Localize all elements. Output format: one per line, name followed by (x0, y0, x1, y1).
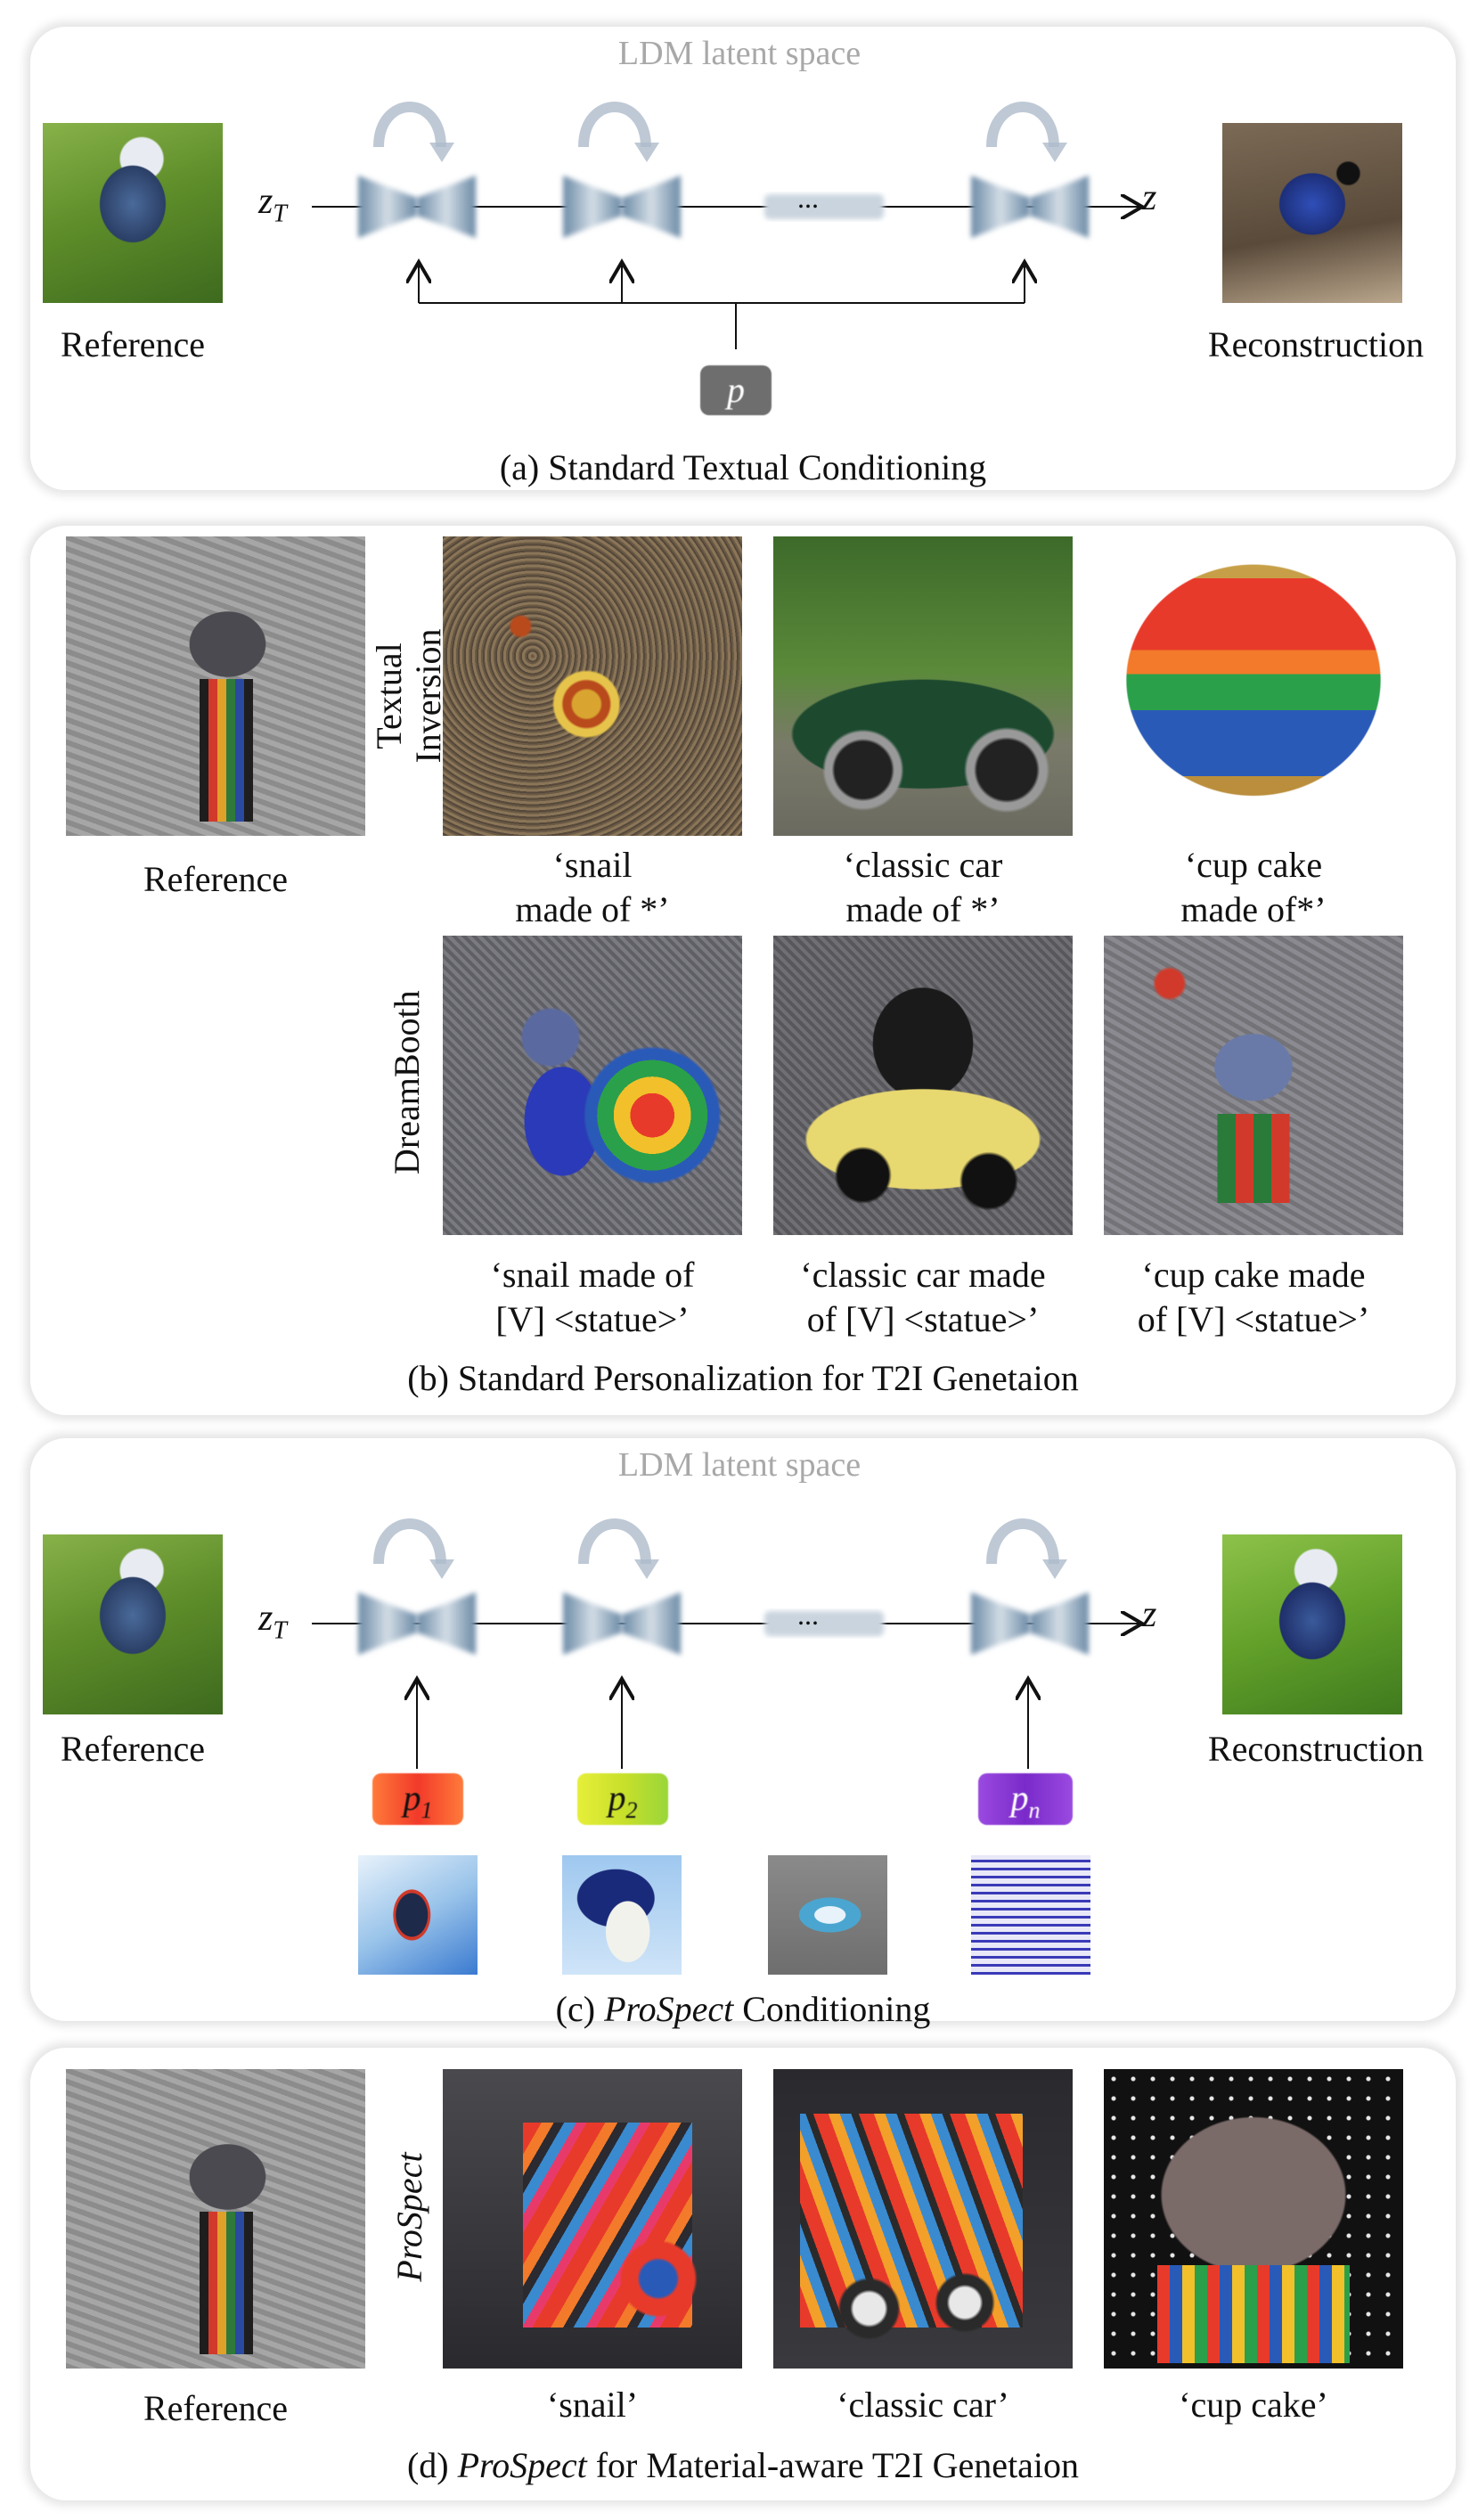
generated-cupcake-ti (1104, 536, 1403, 836)
reference-label-c: Reference (60, 1729, 206, 1769)
caption-d: (d) ProSpect for Material-aware T2I Gene… (406, 2445, 1080, 2485)
ellipsis-c: ... (797, 1599, 819, 1631)
reference-cat-image-d (66, 2069, 365, 2369)
reconstruction-label-c: Reconstruction (1207, 1729, 1425, 1769)
reference-label-d: Reference (143, 2388, 289, 2428)
generated-cupcake-db (1104, 936, 1403, 1235)
stage-thumb-3 (768, 1855, 887, 1975)
generated-snail-ti (443, 536, 742, 836)
generated-cupcake-prospect (1104, 2069, 1403, 2369)
reference-label-a: Reference (60, 324, 206, 364)
caption-c: (c) ProSpect Conditioning (555, 1989, 931, 2029)
panel-c (30, 1438, 1456, 2021)
latent-space-label-c: LDM latent space (617, 1446, 861, 1484)
generated-snail-prospect (443, 2069, 742, 2369)
stage-thumb-1 (358, 1855, 478, 1975)
z-out-label-a: z (1142, 177, 1157, 218)
caption-cupcake-prospect: ‘cup cake’ (1179, 2385, 1328, 2425)
unet-blocks-a (358, 176, 1089, 238)
caption-a: (a) Standard Textual Conditioning (499, 447, 987, 487)
generated-car-db (773, 936, 1073, 1235)
reference-bird-image-a (43, 123, 223, 303)
reconstruction-label-a: Reconstruction (1207, 324, 1425, 364)
reconstruction-bird-image-a (1222, 123, 1402, 303)
diagram-c (312, 1518, 1478, 1769)
caption-car-prospect: ‘classic car’ (837, 2385, 1009, 2425)
stage-thumb-2 (562, 1855, 682, 1975)
ellipsis-a: ... (797, 182, 819, 214)
caption-b: (b) Standard Personalization for T2I Gen… (407, 1358, 1079, 1398)
diagram-a (312, 102, 1478, 349)
reference-label-b: Reference (143, 859, 289, 899)
reference-bird-image-c (43, 1534, 223, 1714)
reference-cat-image-b (66, 536, 365, 836)
prompt-chip-pn: pn (978, 1773, 1073, 1825)
caption-snail-db: ‘snail made of[V] <statue>’ (490, 1255, 695, 1339)
prompt-chip-p: p (700, 365, 772, 415)
z-out-label-c: z (1142, 1594, 1157, 1635)
reconstruction-bird-image-c (1222, 1534, 1402, 1714)
z-in-label-a: zT (258, 181, 287, 228)
stage-thumb-4 (971, 1855, 1090, 1975)
z-in-label-c: zT (258, 1598, 287, 1645)
generated-car-prospect (773, 2069, 1073, 2369)
generated-snail-db (443, 936, 742, 1235)
generated-car-ti (773, 536, 1073, 836)
caption-snail-prospect: ‘snail’ (546, 2385, 639, 2425)
latent-space-label-a: LDM latent space (617, 35, 861, 72)
row-label-prospect: ProSpect (389, 2152, 429, 2282)
prompt-chip-p1: p1 (372, 1773, 463, 1825)
unet-blocks-c (358, 1592, 1089, 1655)
prompt-chip-p2: p2 (577, 1773, 668, 1825)
